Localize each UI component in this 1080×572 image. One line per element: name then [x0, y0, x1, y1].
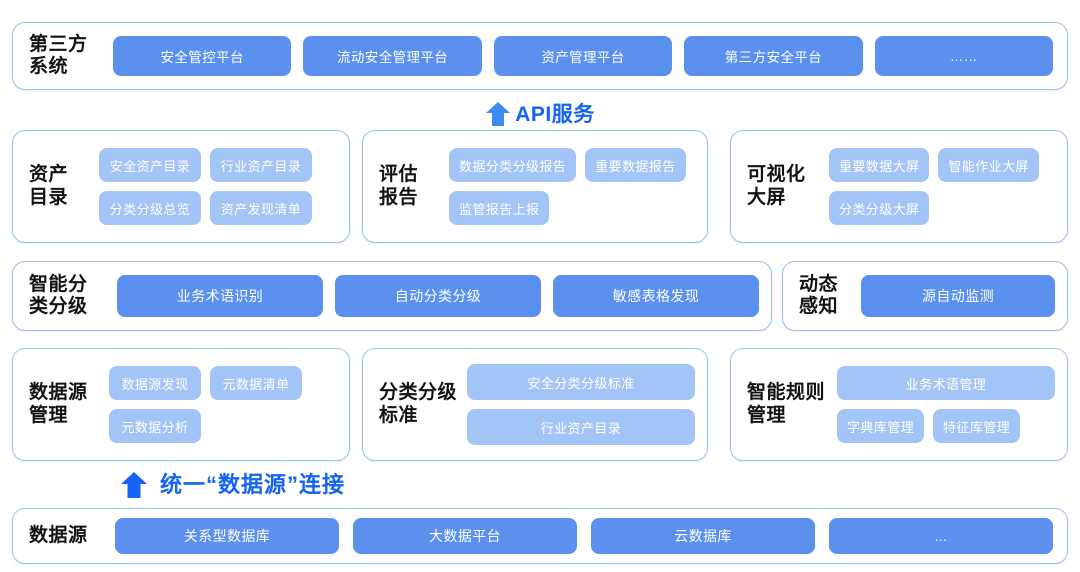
- layer-label-assessment-report: 评估 报告: [379, 164, 419, 208]
- chip-item[interactable]: 敏感表格发现: [553, 275, 759, 317]
- up-arrow-icon: [486, 102, 511, 126]
- chip-group-classification-standard: 安全分类分级标准行业资产目录: [459, 364, 695, 445]
- layer-intelligent-classification: 智能分 类分级 业务术语识别自动分类分级敏感表格发现: [12, 261, 772, 331]
- layer-assessment-report: 评估 报告 数据分类分级报告重要数据报告监管报告上报: [362, 130, 708, 243]
- chip-item[interactable]: 资产管理平台: [493, 36, 673, 76]
- chip-group-intelligent-rule-management: 业务术语管理字典库管理特征库管理: [829, 366, 1055, 443]
- chip-group-intelligent-classification: 业务术语识别自动分类分级敏感表格发现: [107, 275, 759, 317]
- chip-group-asset-catalog: 安全资产目录行业资产目录分类分级总览资产发现清单: [91, 148, 337, 225]
- layer-label-asset-catalog: 资产 目录: [29, 164, 69, 208]
- layer-asset-catalog: 资产 目录 安全资产目录行业资产目录分类分级总览资产发现清单: [12, 130, 350, 243]
- connector-unified-datasource: 统一“数据源”连接: [120, 470, 540, 500]
- chip-item[interactable]: 行业资产目录: [467, 409, 695, 445]
- chip-item[interactable]: ……: [874, 36, 1054, 76]
- chip-item[interactable]: 元数据清单: [210, 366, 302, 400]
- chip-item[interactable]: 安全管控平台: [113, 36, 292, 76]
- chip-item[interactable]: 重要数据大屏: [829, 148, 930, 182]
- chip-item[interactable]: 大数据平台: [353, 518, 577, 554]
- layer-classification-standard: 分类分级 标准 安全分类分级标准行业资产目录: [362, 348, 708, 461]
- chip-item[interactable]: 分类分级总览: [99, 191, 201, 225]
- layer-intelligent-rule-management: 智能规则 管理 业务术语管理字典库管理特征库管理: [730, 348, 1068, 461]
- chip-group-dynamic-awareness: 源自动监测: [851, 275, 1055, 317]
- chip-item[interactable]: 元数据分析: [109, 409, 201, 443]
- layer-datasource-management: 数据源 管理 数据源发现元数据清单元数据分析: [12, 348, 350, 461]
- chip-item[interactable]: ...: [829, 518, 1053, 554]
- up-arrow-icon: [121, 472, 147, 498]
- layer-label-visualization-screen: 可视化 大屏: [747, 164, 806, 208]
- connector-api-service: API服务: [0, 99, 1080, 127]
- layer-third-party-systems: 第三方 系统 安全管控平台流动安全管理平台资产管理平台第三方安全平台 ……: [12, 22, 1068, 90]
- chip-item[interactable]: 行业资产目录: [210, 148, 312, 182]
- layer-label-datasource: 数据源: [29, 524, 88, 546]
- chip-item[interactable]: 云数据库: [591, 518, 815, 554]
- layer-label-classification-standard: 分类分级 标准: [379, 382, 458, 426]
- chip-item[interactable]: 关系型数据库: [115, 518, 339, 554]
- chip-item[interactable]: 自动分类分级: [335, 275, 541, 317]
- chip-group-assessment-report: 数据分类分级报告重要数据报告监管报告上报: [441, 148, 695, 225]
- chip-item[interactable]: 安全资产目录: [99, 148, 201, 182]
- chip-group-datasource: 关系型数据库大数据平台云数据库...: [105, 518, 1053, 554]
- chip-item[interactable]: 第三方安全平台: [684, 36, 863, 76]
- connector-api-label: API服务: [515, 102, 595, 126]
- chip-item[interactable]: 数据源发现: [109, 366, 201, 400]
- chip-group-visualization-screen: 重要数据大屏智能作业大屏分类分级大屏: [821, 148, 1055, 225]
- layer-datasource: 数据源 关系型数据库大数据平台云数据库...: [12, 508, 1068, 564]
- chip-item[interactable]: 重要数据报告: [585, 148, 686, 182]
- chip-item[interactable]: 安全分类分级标准: [467, 364, 695, 400]
- chip-item[interactable]: 字典库管理: [837, 409, 925, 443]
- connector-unified-datasource-label: 统一“数据源”连接: [160, 472, 346, 497]
- chip-item[interactable]: 资产发现清单: [210, 191, 312, 225]
- chip-group-third-party: 安全管控平台流动安全管理平台资产管理平台第三方安全平台 ……: [103, 36, 1054, 76]
- layer-label-third-party: 第三方 系统: [29, 33, 88, 77]
- layer-label-datasource-management: 数据源 管理: [29, 382, 88, 426]
- layer-visualization-screen: 可视化 大屏 重要数据大屏智能作业大屏分类分级大屏: [730, 130, 1068, 243]
- chip-item[interactable]: 业务术语识别: [117, 275, 323, 317]
- chip-item[interactable]: 业务术语管理: [837, 366, 1055, 400]
- chip-item[interactable]: 特征库管理: [933, 409, 1021, 443]
- chip-item[interactable]: 监管报告上报: [449, 191, 550, 225]
- layer-label-intelligent-rule-management: 智能规则 管理: [747, 382, 826, 426]
- chip-item[interactable]: 流动安全管理平台: [303, 36, 482, 76]
- chip-item[interactable]: 智能作业大屏: [938, 148, 1039, 182]
- layer-label-intelligent-classification: 智能分 类分级: [29, 273, 88, 317]
- chip-item[interactable]: 数据分类分级报告: [449, 148, 577, 182]
- chip-item[interactable]: 源自动监测: [861, 275, 1055, 317]
- chip-group-datasource-management: 数据源发现元数据清单元数据分析: [101, 366, 337, 443]
- chip-item[interactable]: 分类分级大屏: [829, 191, 930, 225]
- layer-label-dynamic-awareness: 动态 感知: [799, 273, 839, 317]
- layer-dynamic-awareness: 动态 感知 源自动监测: [782, 261, 1068, 331]
